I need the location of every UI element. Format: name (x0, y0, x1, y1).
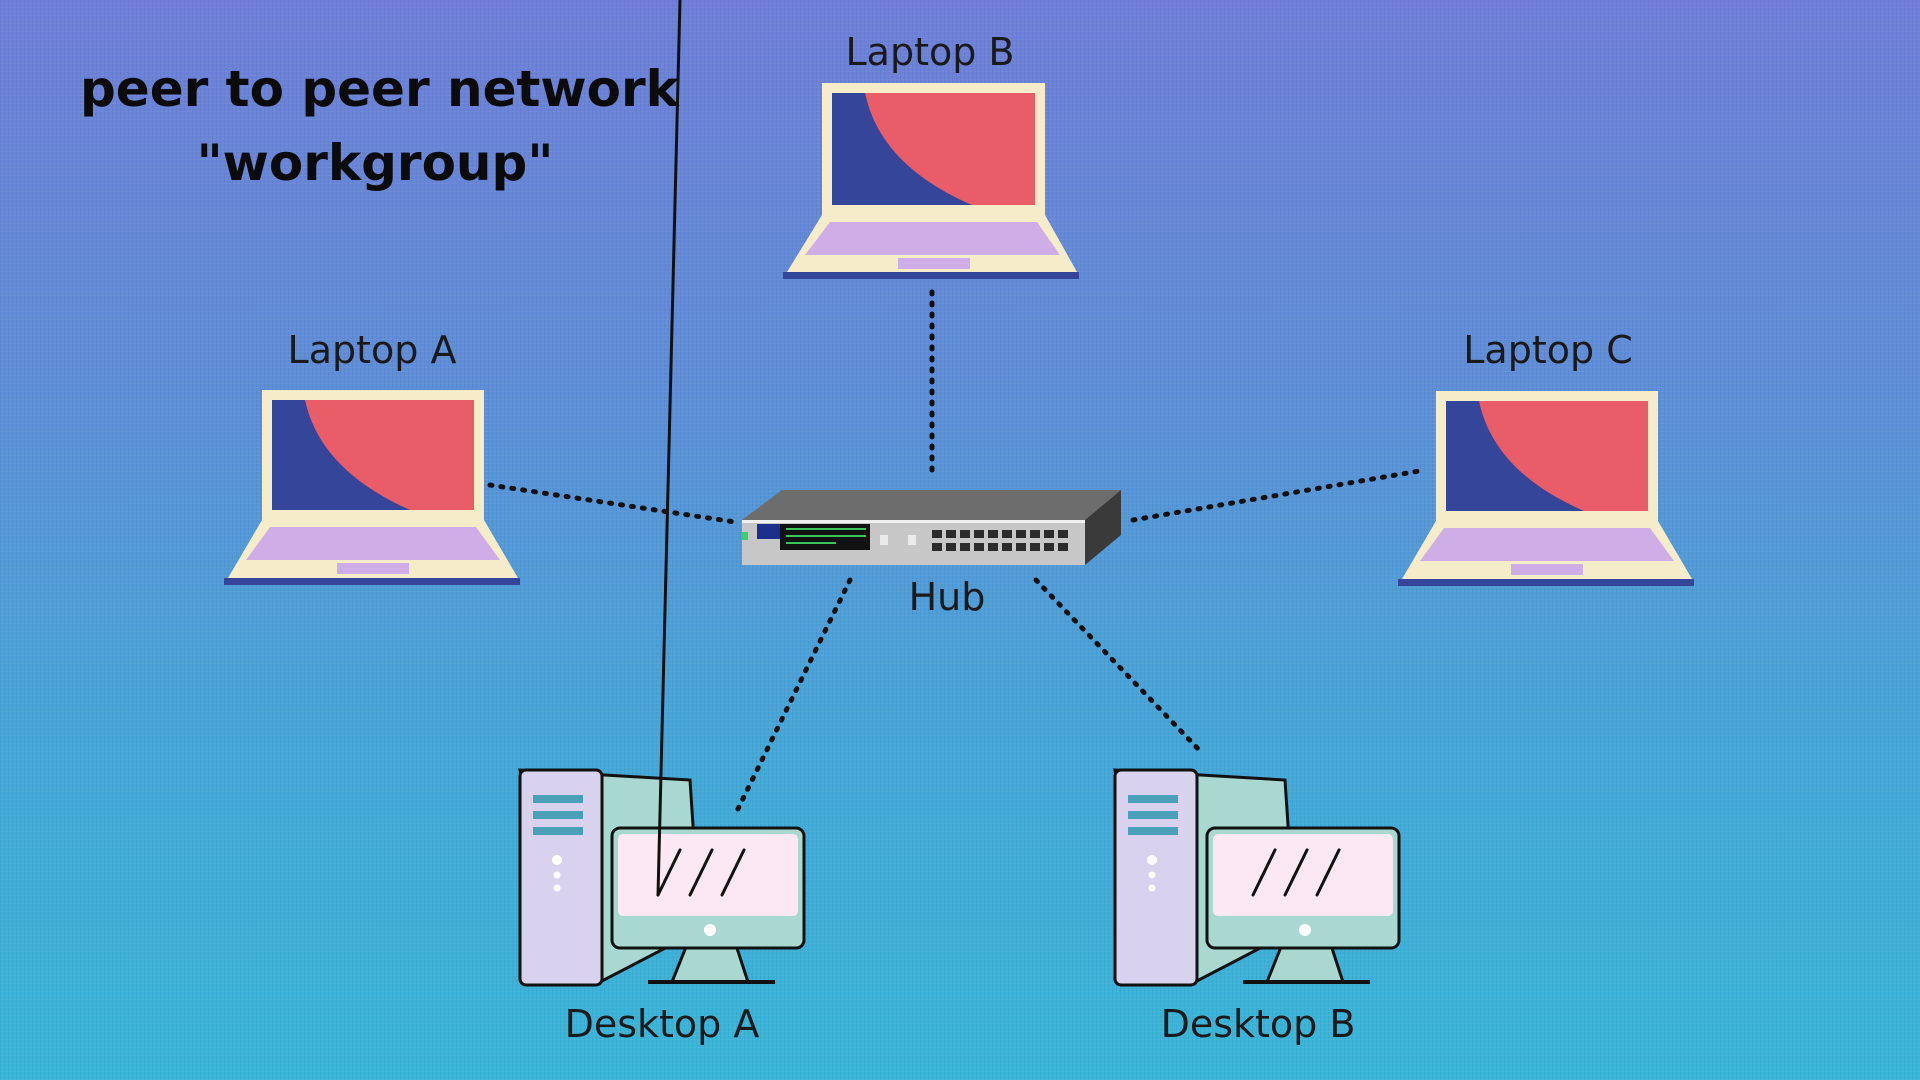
title-line-1: peer to peer network (80, 60, 679, 118)
desktop-a-label: Desktop A (564, 1002, 760, 1046)
desktop-a-icon (518, 0, 806, 987)
laptop-b-icon (783, 83, 1079, 279)
link-laptop-a-hub (487, 482, 738, 525)
laptop-b-label: Laptop B (845, 30, 1015, 74)
hub-label: Hub (908, 575, 986, 619)
link-desktop-a-hub (732, 577, 853, 818)
laptop-c-icon (1398, 391, 1694, 586)
link-desktop-b-hub (1033, 577, 1206, 757)
laptop-c-label: Laptop C (1463, 328, 1633, 372)
desktop-b-icon (1113, 768, 1401, 987)
diagram-title: peer to peer network "workgroup" (80, 52, 679, 200)
network-hub-icon (742, 490, 1121, 565)
title-line-2: "workgroup" (196, 134, 554, 192)
desktop-b-label: Desktop B (1160, 1002, 1356, 1046)
link-laptop-c-hub (1130, 467, 1428, 523)
laptop-a-icon (224, 390, 520, 585)
laptop-a-label: Laptop A (287, 328, 457, 372)
